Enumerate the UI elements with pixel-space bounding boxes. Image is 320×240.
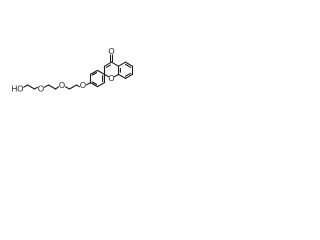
phenylene-ring xyxy=(89,69,106,88)
carbonyl-oxygen-label: O xyxy=(108,47,114,56)
structure-diagram: O O O O O HO xyxy=(12,47,134,94)
ether-oxygen-1-label: O xyxy=(80,81,86,90)
pyranone-ring xyxy=(103,54,120,78)
benzo-ring xyxy=(117,61,134,79)
ring-oxygen-label: O xyxy=(108,74,114,83)
ether-oxygen-3-label: O xyxy=(38,84,44,93)
ether-oxygen-2-label: O xyxy=(59,81,65,90)
hydroxyl-label: HO xyxy=(12,85,24,94)
peg-chain xyxy=(23,82,92,90)
